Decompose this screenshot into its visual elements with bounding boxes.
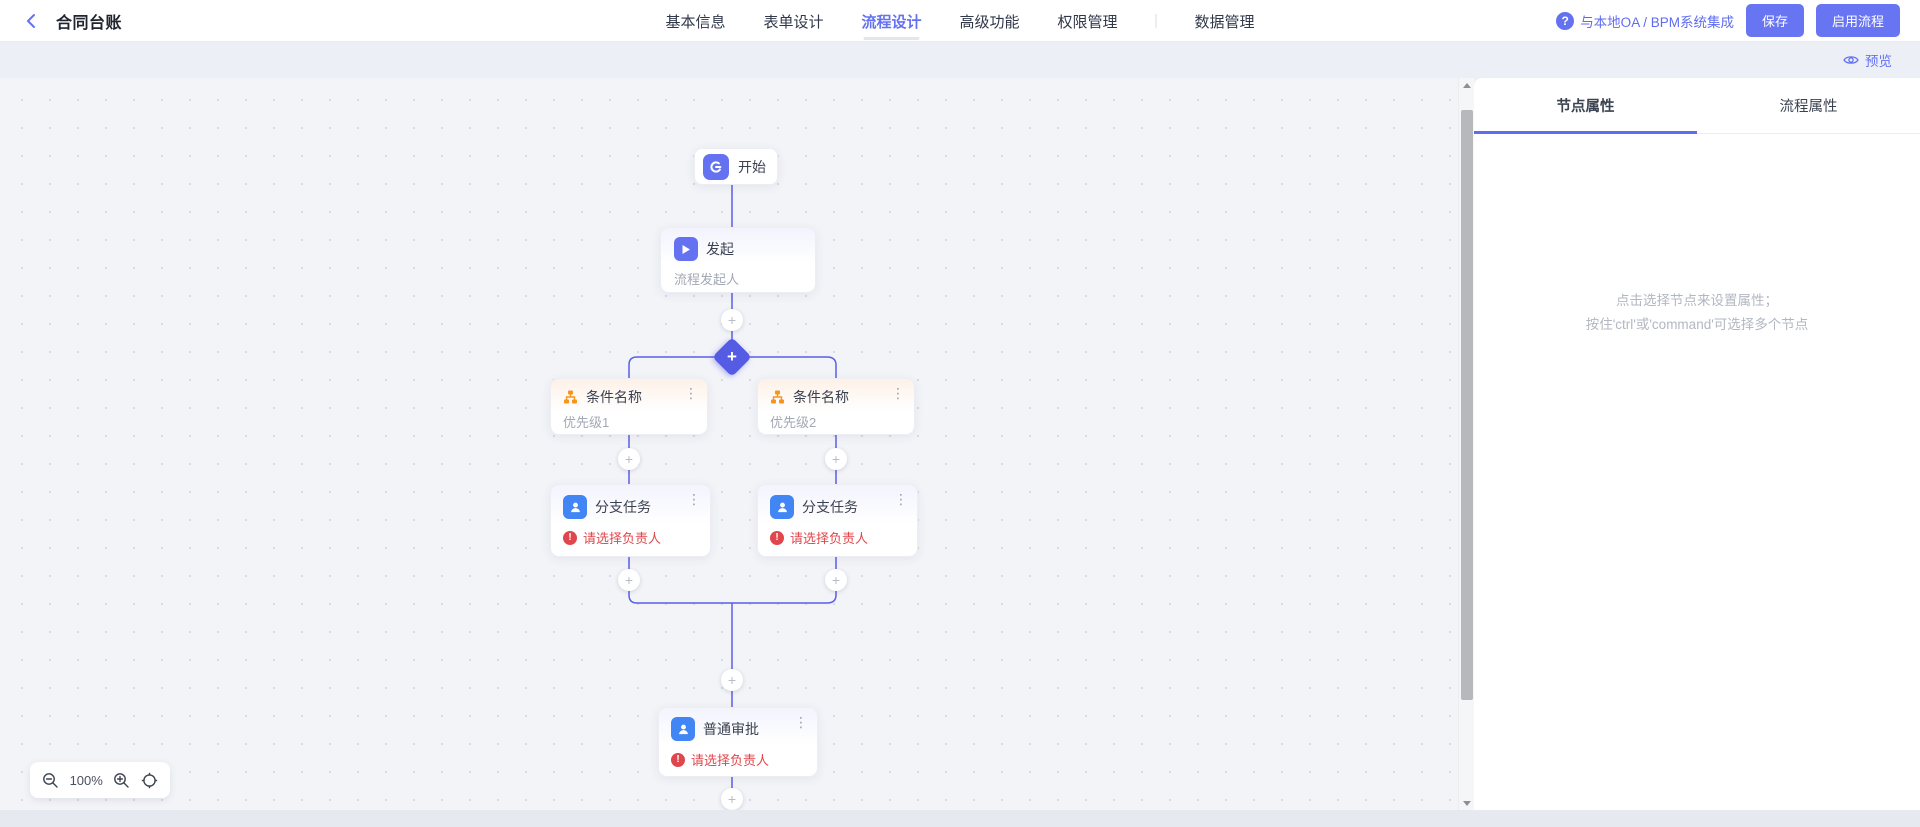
- tab-basic-info[interactable]: 基本信息: [665, 13, 726, 31]
- node-warning: 请选择负责人: [790, 531, 869, 546]
- tab-node-properties[interactable]: 节点属性: [1474, 78, 1697, 134]
- more-options-icon[interactable]: ⋮: [891, 385, 905, 401]
- node-title: 条件名称: [793, 389, 849, 405]
- placeholder-line-1: 点击选择节点来设置属性；: [1616, 293, 1778, 308]
- warning-icon: !: [671, 752, 685, 767]
- node-title: 分支任务: [802, 499, 858, 515]
- node-warning: 请选择负责人: [691, 753, 770, 768]
- placeholder-line-2: 按住'ctrl'或'command'可选择多个节点: [1585, 316, 1809, 332]
- node-condition-1[interactable]: 条件名称 优先级1 ⋮: [550, 378, 708, 435]
- add-node-button[interactable]: +: [721, 788, 743, 810]
- more-options-icon[interactable]: ⋮: [894, 491, 908, 507]
- tab-flow-design[interactable]: 流程设计: [861, 0, 922, 42]
- scrollbar-track[interactable]: [1459, 92, 1474, 796]
- branch-condition-icon: [770, 390, 785, 404]
- properties-panel: 节点属性 流程属性 点击选择节点来设置属性； 按住'ctrl'或'command…: [1474, 78, 1920, 810]
- user-icon: [671, 717, 695, 741]
- more-options-icon[interactable]: ⋮: [684, 385, 698, 401]
- help-icon: ?: [1556, 11, 1575, 30]
- zoom-control: 100%: [30, 762, 170, 798]
- page-title: 合同台账: [56, 14, 123, 32]
- node-condition-2[interactable]: 条件名称 优先级2 ⋮: [757, 378, 915, 435]
- eye-icon: [1843, 56, 1859, 64]
- node-branch-task-2[interactable]: 分支任务 ! 请选择负责人 ⋮: [757, 484, 918, 557]
- play-icon: [674, 237, 698, 261]
- node-title: 条件名称: [586, 389, 642, 405]
- add-node-button[interactable]: +: [721, 309, 743, 331]
- zoom-in-icon[interactable]: [113, 772, 130, 789]
- oa-bpm-integration-label: 与本地OA / BPM系统集成: [1580, 14, 1734, 30]
- tab-permissions[interactable]: 权限管理: [1057, 13, 1118, 31]
- node-subtitle: 优先级1: [563, 415, 610, 430]
- power-icon: [703, 153, 729, 180]
- app-header: 合同台账 基本信息 表单设计 流程设计 高级功能 权限管理 数据管理 ? 与本地…: [0, 0, 1920, 42]
- panel-tabs: 节点属性 流程属性: [1474, 78, 1920, 134]
- back-icon[interactable]: [20, 10, 42, 32]
- add-node-button[interactable]: +: [618, 448, 640, 470]
- node-title: 分支任务: [595, 499, 651, 515]
- add-branch-button[interactable]: +: [712, 337, 752, 377]
- canvas-toolbar: 预览: [0, 42, 1920, 78]
- node-warning: 请选择负责人: [583, 531, 662, 546]
- node-subtitle: 优先级2: [770, 415, 817, 430]
- node-title: 开始: [738, 158, 766, 175]
- add-node-button[interactable]: +: [825, 569, 847, 591]
- oa-bpm-integration-link[interactable]: ? 与本地OA / BPM系统集成: [1556, 11, 1734, 31]
- tab-form-design[interactable]: 表单设计: [763, 13, 824, 31]
- node-initiator[interactable]: 发起 流程发起人: [660, 227, 816, 293]
- node-title: 发起: [706, 241, 734, 257]
- preview-button[interactable]: 预览: [1843, 50, 1892, 70]
- branch-condition-icon: [563, 390, 578, 404]
- scroll-up-icon[interactable]: [1459, 78, 1475, 92]
- more-options-icon[interactable]: ⋮: [687, 491, 701, 507]
- header-tabs: 基本信息 表单设计 流程设计 高级功能 权限管理 数据管理: [665, 0, 1255, 42]
- node-subtitle: 流程发起人: [674, 272, 740, 287]
- node-title: 普通审批: [703, 721, 759, 737]
- add-node-button[interactable]: +: [618, 569, 640, 591]
- flow-canvas[interactable]: 开始 发起 流程发起人 + + 条件名称 优先级1 ⋮: [0, 78, 1458, 810]
- user-icon: [770, 495, 794, 519]
- tab-flow-properties[interactable]: 流程属性: [1779, 99, 1838, 115]
- zoom-out-icon[interactable]: [42, 772, 59, 789]
- warning-icon: !: [563, 530, 577, 545]
- more-options-icon[interactable]: ⋮: [794, 714, 808, 730]
- warning-icon: !: [770, 530, 784, 545]
- node-start[interactable]: 开始: [694, 148, 778, 185]
- panel-placeholder: 点击选择节点来设置属性； 按住'ctrl'或'command'可选择多个节点: [1474, 289, 1920, 336]
- tab-data-management[interactable]: 数据管理: [1194, 13, 1255, 31]
- zoom-level: 100%: [69, 772, 103, 788]
- user-icon: [563, 495, 587, 519]
- add-node-button[interactable]: +: [721, 669, 743, 691]
- flow-connectors: [628, 185, 837, 810]
- canvas-scrollbar[interactable]: [1458, 78, 1474, 810]
- tab-advanced[interactable]: 高级功能: [959, 13, 1020, 31]
- tab-divider: [1155, 14, 1157, 28]
- fit-view-icon[interactable]: [141, 772, 158, 789]
- preview-label: 预览: [1865, 54, 1892, 69]
- enable-flow-button[interactable]: 启用流程: [1815, 4, 1900, 37]
- add-node-button[interactable]: +: [825, 448, 847, 470]
- node-branch-task-1[interactable]: 分支任务 ! 请选择负责人 ⋮: [550, 484, 711, 557]
- node-approval[interactable]: 普通审批 ! 请选择负责人 ⋮: [658, 707, 818, 777]
- save-button[interactable]: 保存: [1745, 4, 1804, 37]
- scrollbar-thumb[interactable]: [1461, 110, 1473, 700]
- scroll-down-icon[interactable]: [1459, 796, 1475, 810]
- bottom-strip: [0, 810, 1920, 827]
